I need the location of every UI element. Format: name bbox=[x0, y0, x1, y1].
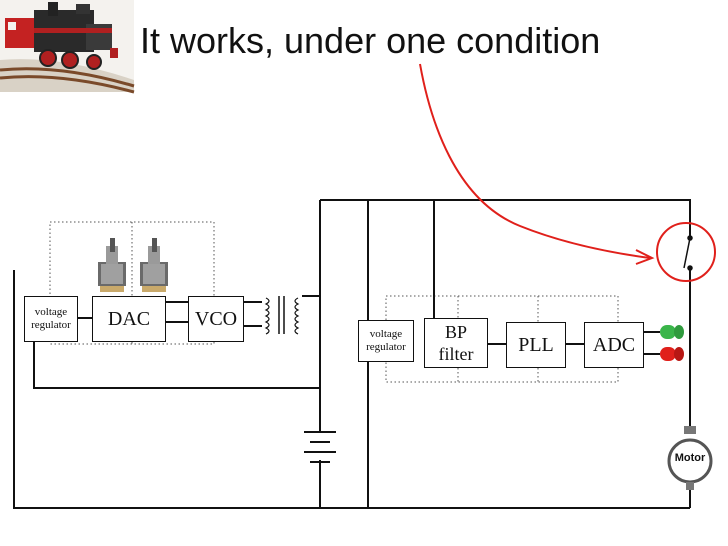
pll-box: PLL bbox=[506, 322, 566, 368]
bp-filter-box: BP filter bbox=[424, 318, 488, 368]
slide-title: It works, under one condition bbox=[140, 20, 601, 61]
voltage-regulator-left: voltage regulator bbox=[24, 296, 78, 342]
voltage-regulator-right: voltage regulator bbox=[358, 320, 414, 362]
motor-label: Motor bbox=[674, 452, 706, 464]
adc-box: ADC bbox=[584, 322, 644, 368]
voltage-regulator-right-label: voltage regulator bbox=[366, 328, 406, 353]
led-icon bbox=[660, 325, 684, 339]
voltage-regulator-left-label: voltage regulator bbox=[31, 306, 71, 331]
toy-train-image bbox=[0, 0, 135, 94]
toggle-switch-icon bbox=[140, 238, 168, 292]
adc-label: ADC bbox=[592, 333, 636, 356]
bp-filter-label: BP filter bbox=[438, 322, 474, 364]
dac-box: DAC bbox=[92, 296, 166, 342]
annotation-circle bbox=[656, 222, 716, 282]
motor-icon bbox=[667, 426, 713, 490]
switch-icon bbox=[683, 235, 693, 271]
toggle-switch-icon bbox=[98, 238, 126, 292]
vco-box: VCO bbox=[188, 296, 244, 342]
vco-label: VCO bbox=[194, 307, 238, 330]
dotted-enclosure-left bbox=[49, 221, 215, 345]
led-icon bbox=[660, 347, 684, 361]
pll-label: PLL bbox=[518, 333, 554, 356]
dac-label: DAC bbox=[107, 307, 151, 330]
wires bbox=[13, 199, 691, 509]
transformer-icon bbox=[264, 296, 300, 335]
battery-icon bbox=[304, 431, 336, 463]
annotation-arrow bbox=[419, 63, 655, 265]
